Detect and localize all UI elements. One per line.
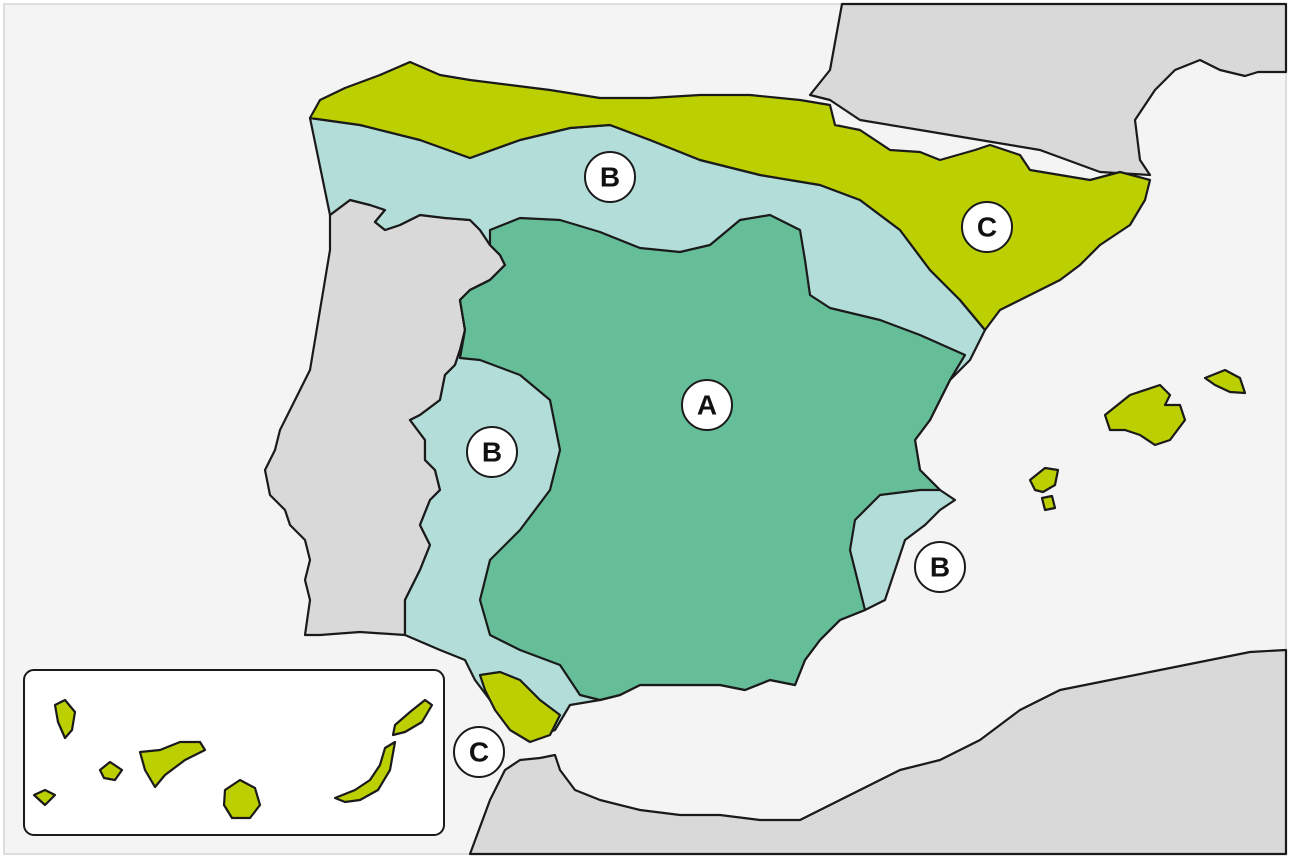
island-formentera	[1040, 494, 1057, 512]
island-la-gomera	[98, 760, 124, 782]
zone-c-south	[478, 670, 562, 744]
svg-text:C: C	[977, 212, 997, 243]
island-gran-canaria	[222, 778, 262, 820]
svg-text:B: B	[600, 162, 620, 193]
island-el-hierro	[32, 788, 57, 807]
country-africa	[468, 648, 1288, 856]
zone-label: B	[584, 151, 636, 203]
svg-text:B: B	[930, 552, 950, 583]
zone-label: C	[961, 201, 1013, 253]
zone-label: B	[914, 541, 966, 593]
island-la-palma	[53, 698, 77, 740]
zone-label: B	[466, 426, 518, 478]
zone-c-north	[308, 60, 1152, 332]
svg-text:C: C	[469, 737, 489, 768]
zone-a-area	[458, 213, 967, 702]
canary-islands-inset	[23, 669, 445, 836]
island-lanzarote	[391, 698, 434, 737]
zone-label: C	[453, 726, 505, 778]
country-france	[808, 2, 1288, 177]
zone-label: A	[681, 379, 733, 431]
island-tenerife	[138, 740, 207, 789]
island-mallorca	[1103, 383, 1187, 447]
svg-text:B: B	[482, 437, 502, 468]
svg-text:A: A	[697, 390, 717, 421]
island-ibiza	[1028, 466, 1060, 494]
island-fuerteventura	[333, 740, 397, 804]
island-menorca	[1203, 368, 1247, 395]
